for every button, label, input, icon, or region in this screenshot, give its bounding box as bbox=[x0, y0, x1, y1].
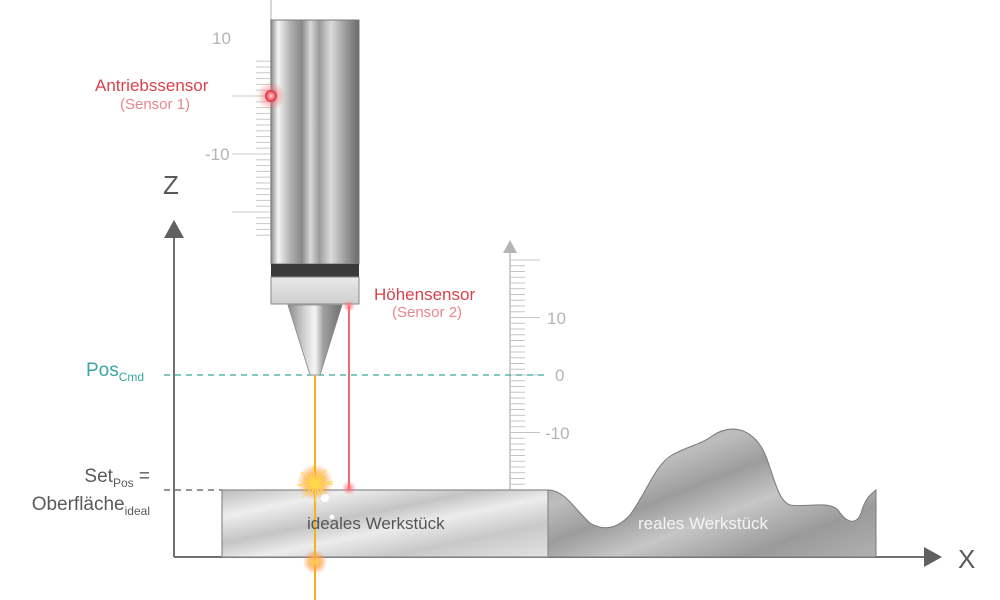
sensor1-label: Antriebssensor bbox=[95, 76, 209, 95]
laser-spark-icon bbox=[296, 464, 335, 574]
spark-ray bbox=[302, 483, 316, 498]
z-axis-label: Z bbox=[163, 170, 179, 200]
surface-sub: ideal bbox=[124, 504, 150, 518]
spark-ray bbox=[314, 476, 327, 485]
spark-ray bbox=[308, 472, 316, 485]
top-ruler-tick-10: 10 bbox=[212, 29, 231, 48]
spark-ray bbox=[296, 483, 316, 486]
spark-ray bbox=[302, 479, 316, 485]
pos-cmd-label: PosCmd bbox=[86, 360, 144, 384]
right-ruler-tick-0: 0 bbox=[555, 366, 565, 385]
spark-ray bbox=[309, 483, 316, 497]
height-sensor-spot-icon bbox=[342, 481, 356, 495]
sensor2-label: Höhensensor bbox=[374, 285, 476, 304]
spark-ray bbox=[303, 483, 316, 491]
spark-ray bbox=[314, 469, 327, 485]
set-pos-sub: Pos bbox=[112, 476, 134, 490]
set-pos-label: SetPos = Oberflächeideal bbox=[32, 466, 150, 522]
set-pos-equals: = bbox=[133, 466, 150, 487]
x-axis-label: X bbox=[958, 544, 976, 574]
top-ruler bbox=[232, 0, 272, 240]
drive-sensor-icon bbox=[265, 90, 277, 102]
set-pos-main: Set bbox=[84, 466, 113, 487]
pos-cmd-main: Pos bbox=[86, 360, 119, 381]
pos-cmd-sub: Cmd bbox=[118, 370, 145, 384]
spindle bbox=[270, 19, 360, 376]
real-workpiece-label: reales Werkstück bbox=[638, 514, 769, 533]
real-workpiece-shape bbox=[547, 428, 877, 558]
sensor2-sublabel: (Sensor 2) bbox=[392, 304, 463, 321]
right-ruler-tick-minus10: -10 bbox=[545, 424, 570, 443]
z-axis-arrow-icon bbox=[164, 220, 184, 238]
spark-ray bbox=[312, 466, 316, 485]
ideal-workpiece-label: ideales Werkstück bbox=[307, 514, 445, 533]
right-ruler-tick-10: 10 bbox=[547, 309, 566, 328]
spark-ray bbox=[314, 483, 321, 497]
spark-ray bbox=[314, 480, 333, 485]
height-sensor-ruler bbox=[503, 240, 540, 491]
spark-ray bbox=[314, 471, 320, 485]
ruler-arrow-icon bbox=[503, 240, 517, 253]
spark-ray bbox=[314, 483, 317, 503]
surface-main: Oberfläche bbox=[31, 494, 125, 515]
spark-ray bbox=[300, 471, 316, 485]
top-ruler-tick-minus10: -10 bbox=[205, 145, 230, 164]
spark-ray bbox=[314, 483, 328, 490]
x-axis-arrow-icon bbox=[924, 547, 942, 567]
sensor1-sublabel: (Sensor 1) bbox=[120, 96, 191, 113]
ideal-workpiece-shape bbox=[221, 489, 549, 558]
